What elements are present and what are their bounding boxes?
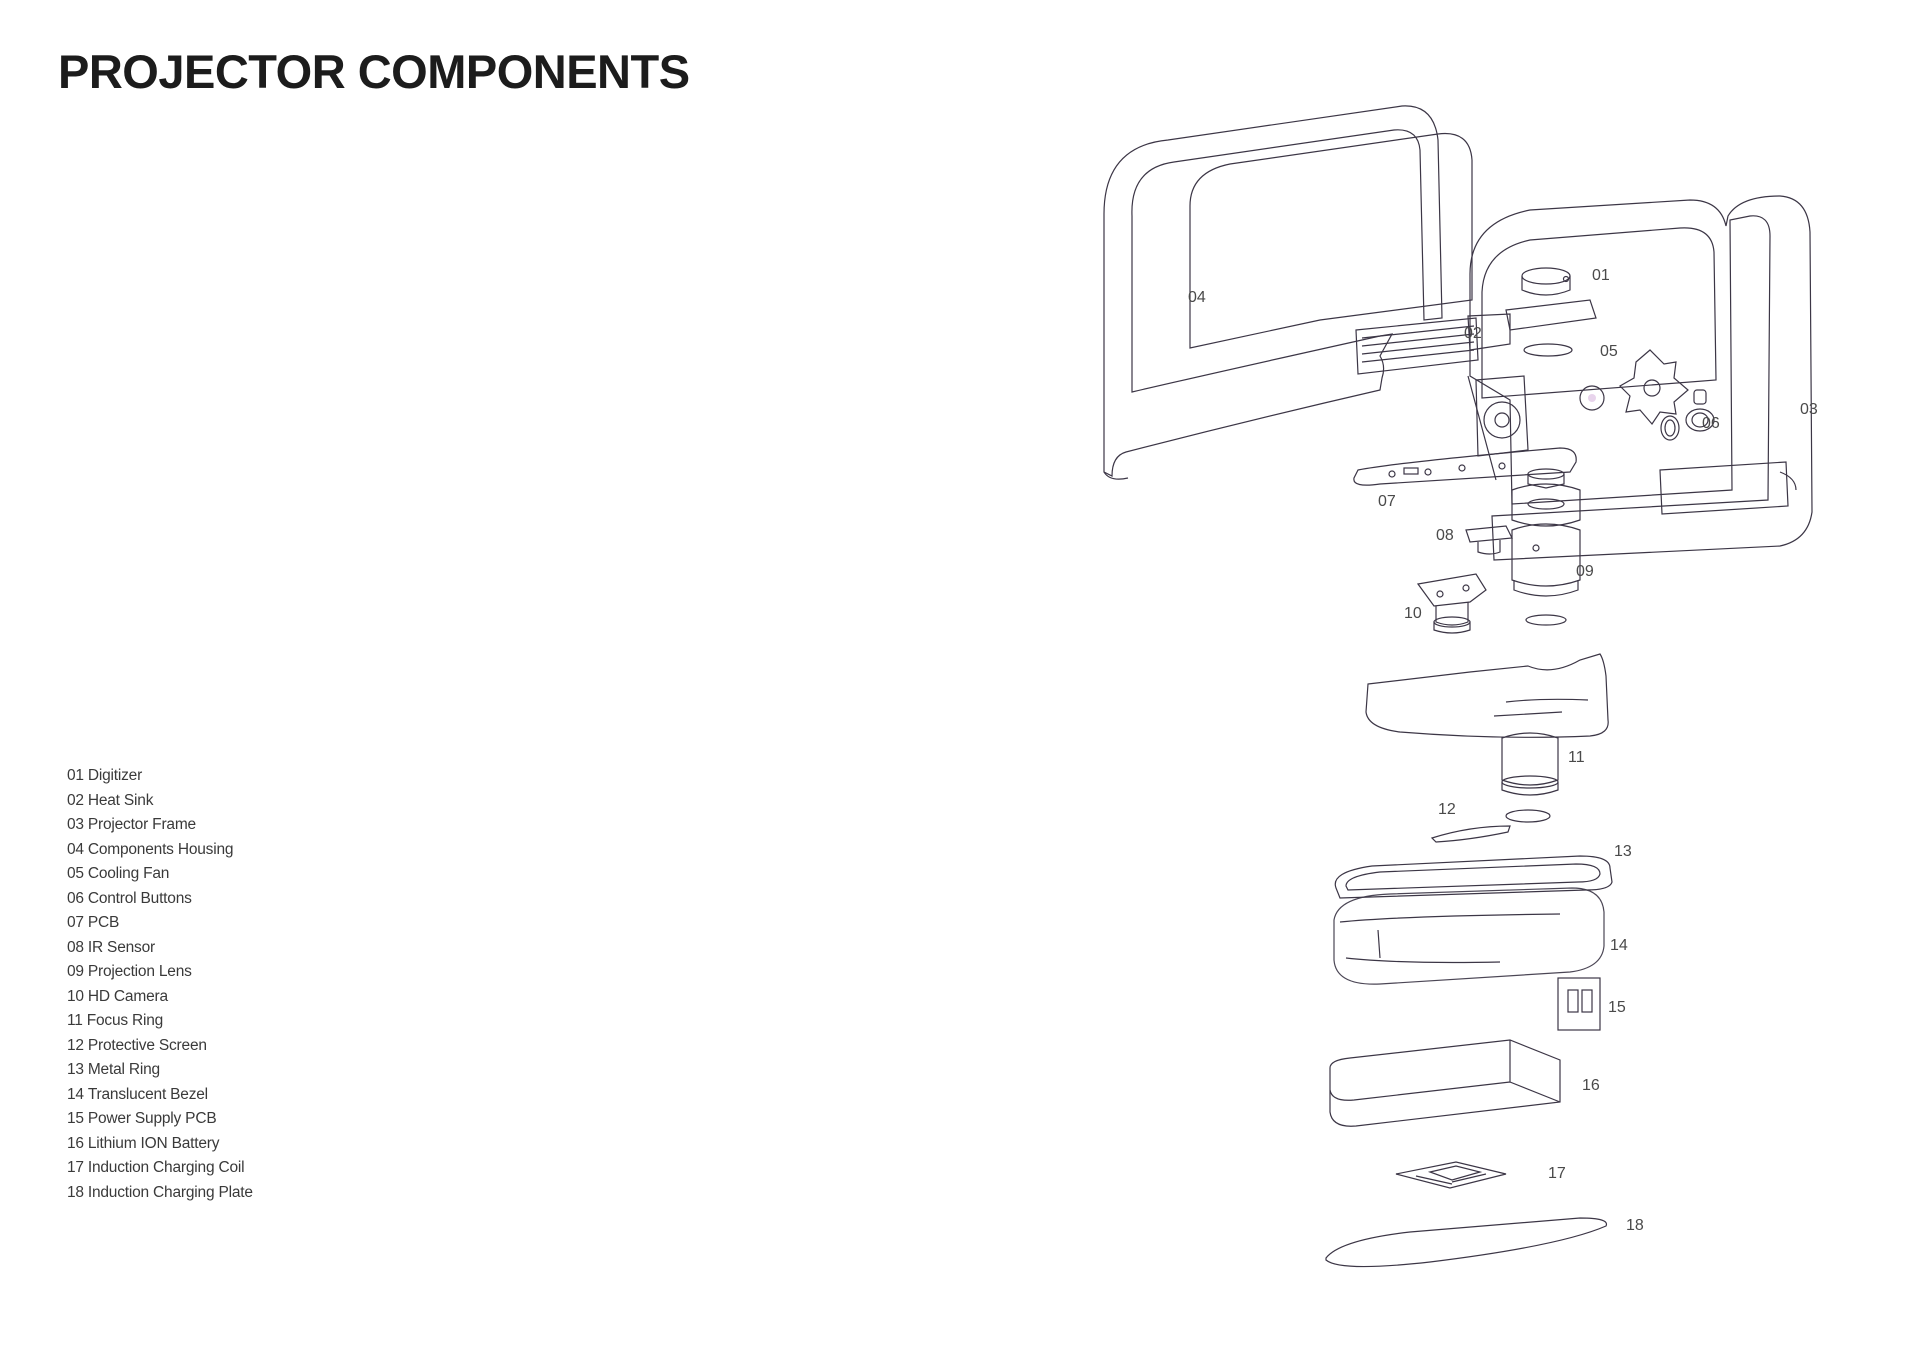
callout-03: 03 — [1800, 401, 1818, 418]
components-housing-shape — [1103, 105, 1473, 480]
callout-06: 06 — [1702, 415, 1720, 432]
callout-labels: 01 02 03 04 05 06 07 08 09 10 11 12 13 1… — [1188, 267, 1818, 1234]
battery-shape — [1329, 1039, 1561, 1127]
ir-sensor-shape — [1465, 525, 1513, 555]
callout-14: 14 — [1610, 937, 1628, 954]
charging-coil-shape — [1395, 1161, 1507, 1189]
pcb-shape — [1353, 375, 1577, 486]
metal-ring-shape — [1334, 855, 1613, 899]
protective-screen-shape — [1430, 809, 1551, 843]
digitizer-shape — [1505, 267, 1597, 357]
callout-12: 12 — [1438, 801, 1456, 818]
hd-camera-shape — [1416, 573, 1487, 634]
upper-base-shell-shape — [1365, 653, 1609, 738]
heat-sink-shape — [1355, 313, 1511, 375]
cooling-fan-shape — [1579, 349, 1689, 425]
callout-17: 17 — [1548, 1165, 1566, 1182]
callout-04: 04 — [1188, 289, 1206, 306]
callout-13: 13 — [1614, 843, 1632, 860]
callout-16: 16 — [1582, 1077, 1600, 1094]
callout-08: 08 — [1436, 527, 1454, 544]
callout-18: 18 — [1626, 1217, 1644, 1234]
power-supply-pcb-shape — [1557, 977, 1601, 1031]
charging-plate-shape — [1325, 1217, 1608, 1268]
translucent-bezel-shape — [1333, 887, 1605, 985]
callout-07: 07 — [1378, 493, 1396, 510]
focus-ring-shape — [1501, 732, 1559, 796]
callout-15: 15 — [1608, 999, 1626, 1016]
callout-01: 01 — [1592, 267, 1610, 284]
control-buttons-shape — [1660, 389, 1715, 441]
projector-frame-shape — [1467, 195, 1813, 561]
callout-02: 02 — [1464, 325, 1482, 342]
callout-09: 09 — [1576, 563, 1594, 580]
projection-lens-shape — [1511, 468, 1581, 626]
callout-11: 11 — [1568, 749, 1585, 766]
callout-10: 10 — [1404, 605, 1422, 622]
page-title: PROJECTOR COMPONENTS — [58, 45, 690, 98]
callout-05: 05 — [1600, 343, 1618, 360]
